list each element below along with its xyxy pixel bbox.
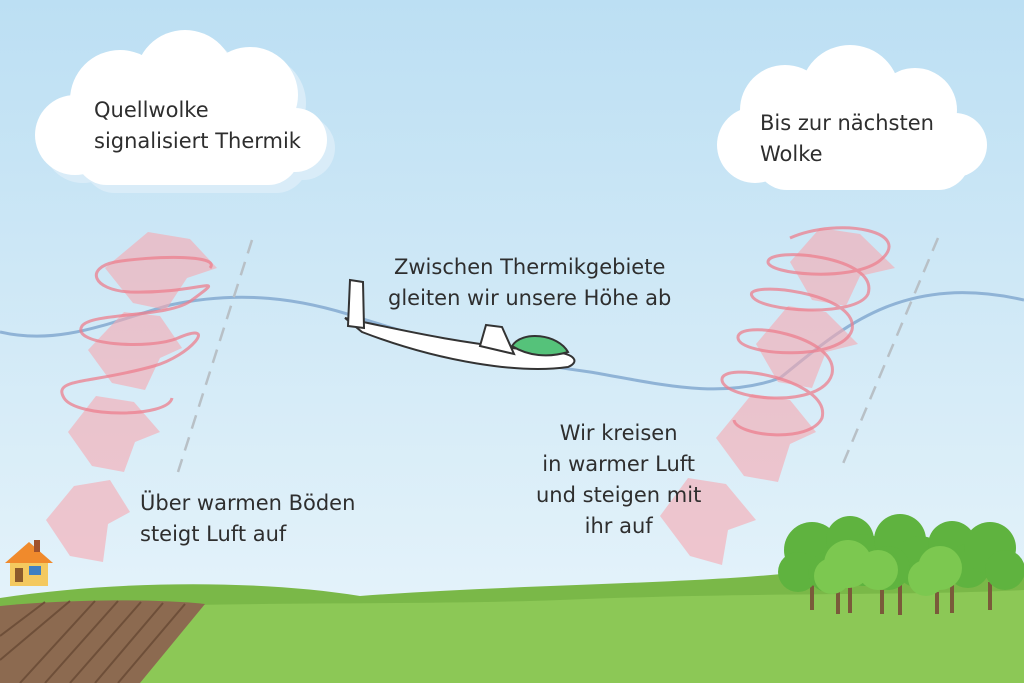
label-line: ihr auf [584,514,653,538]
cloud-icon [717,45,987,190]
label-line: Wolke [760,142,823,166]
house-icon [5,540,53,586]
tree-icon [858,550,898,614]
thermal-boundary [176,239,254,473]
tree-icon [964,522,1024,610]
label-line: Über warmen Böden [140,491,356,515]
label-line: gleiten wir unsere Höhe ab [388,286,672,310]
cloud-right [717,45,987,190]
label-circle: Wir kreisen in warmer Luft und steigen m… [536,418,701,542]
label-line: Zwischen Thermikgebiete [394,255,666,279]
thermal-boundary [840,237,940,467]
label-cloud-left: Quellwolke signalisiert Thermik [94,95,301,157]
thermal-arrow-icon [88,312,182,390]
thermal-arrow-icon [105,232,217,310]
label-line: steigt Luft auf [140,522,287,546]
thermal-arrow-icon [790,228,895,306]
thermal-spiral [60,255,213,415]
tree-icon [908,546,962,614]
tree-group [778,514,1024,615]
thermal-arrow-icon [716,394,816,482]
label-rise: Über warmen Böden steigt Luft auf [140,488,355,550]
label-line: und steigen mit [536,483,702,507]
label-line: signalisiert Thermik [94,129,301,153]
thermal-spiral [720,226,891,437]
thermal-arrow-icon [46,480,130,562]
cloud-icon [35,30,327,185]
label-line: Quellwolke [94,98,209,122]
label-line: in warmer Luft [542,452,696,476]
thermal-arrow-icon [756,306,858,388]
grass-field [0,590,1024,683]
glider-icon [344,278,576,370]
left-thermal [60,232,254,473]
plowed-field [0,600,205,683]
label-glide: Zwischen Thermikgebiete gleiten wir unse… [388,252,671,314]
label-cloud-right: Bis zur nächsten Wolke [760,108,934,170]
label-line: Wir kreisen [559,421,678,445]
thermal-arrow-icon [660,478,756,565]
label-line: Bis zur nächsten [760,111,934,135]
right-thermal [716,226,940,482]
thermal-arrow-icon [68,396,160,472]
cloud-left [35,30,335,193]
